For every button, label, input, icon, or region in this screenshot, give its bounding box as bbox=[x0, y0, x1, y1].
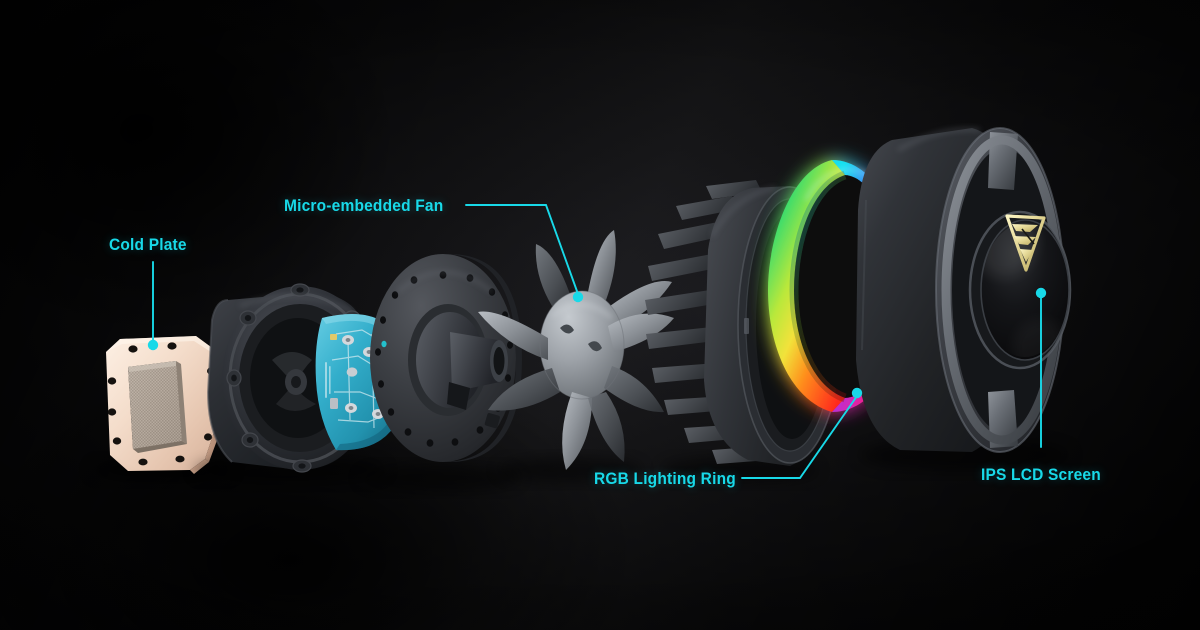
callout-label-cold-plate: Cold Plate bbox=[109, 236, 187, 254]
callout-label-micro-embedded-fan: Micro-embedded Fan bbox=[284, 197, 444, 215]
callout-label-rgb-lighting-ring: RGB Lighting Ring bbox=[594, 470, 736, 488]
callout-label-ips-lcd-screen: IPS LCD Screen bbox=[981, 466, 1101, 484]
